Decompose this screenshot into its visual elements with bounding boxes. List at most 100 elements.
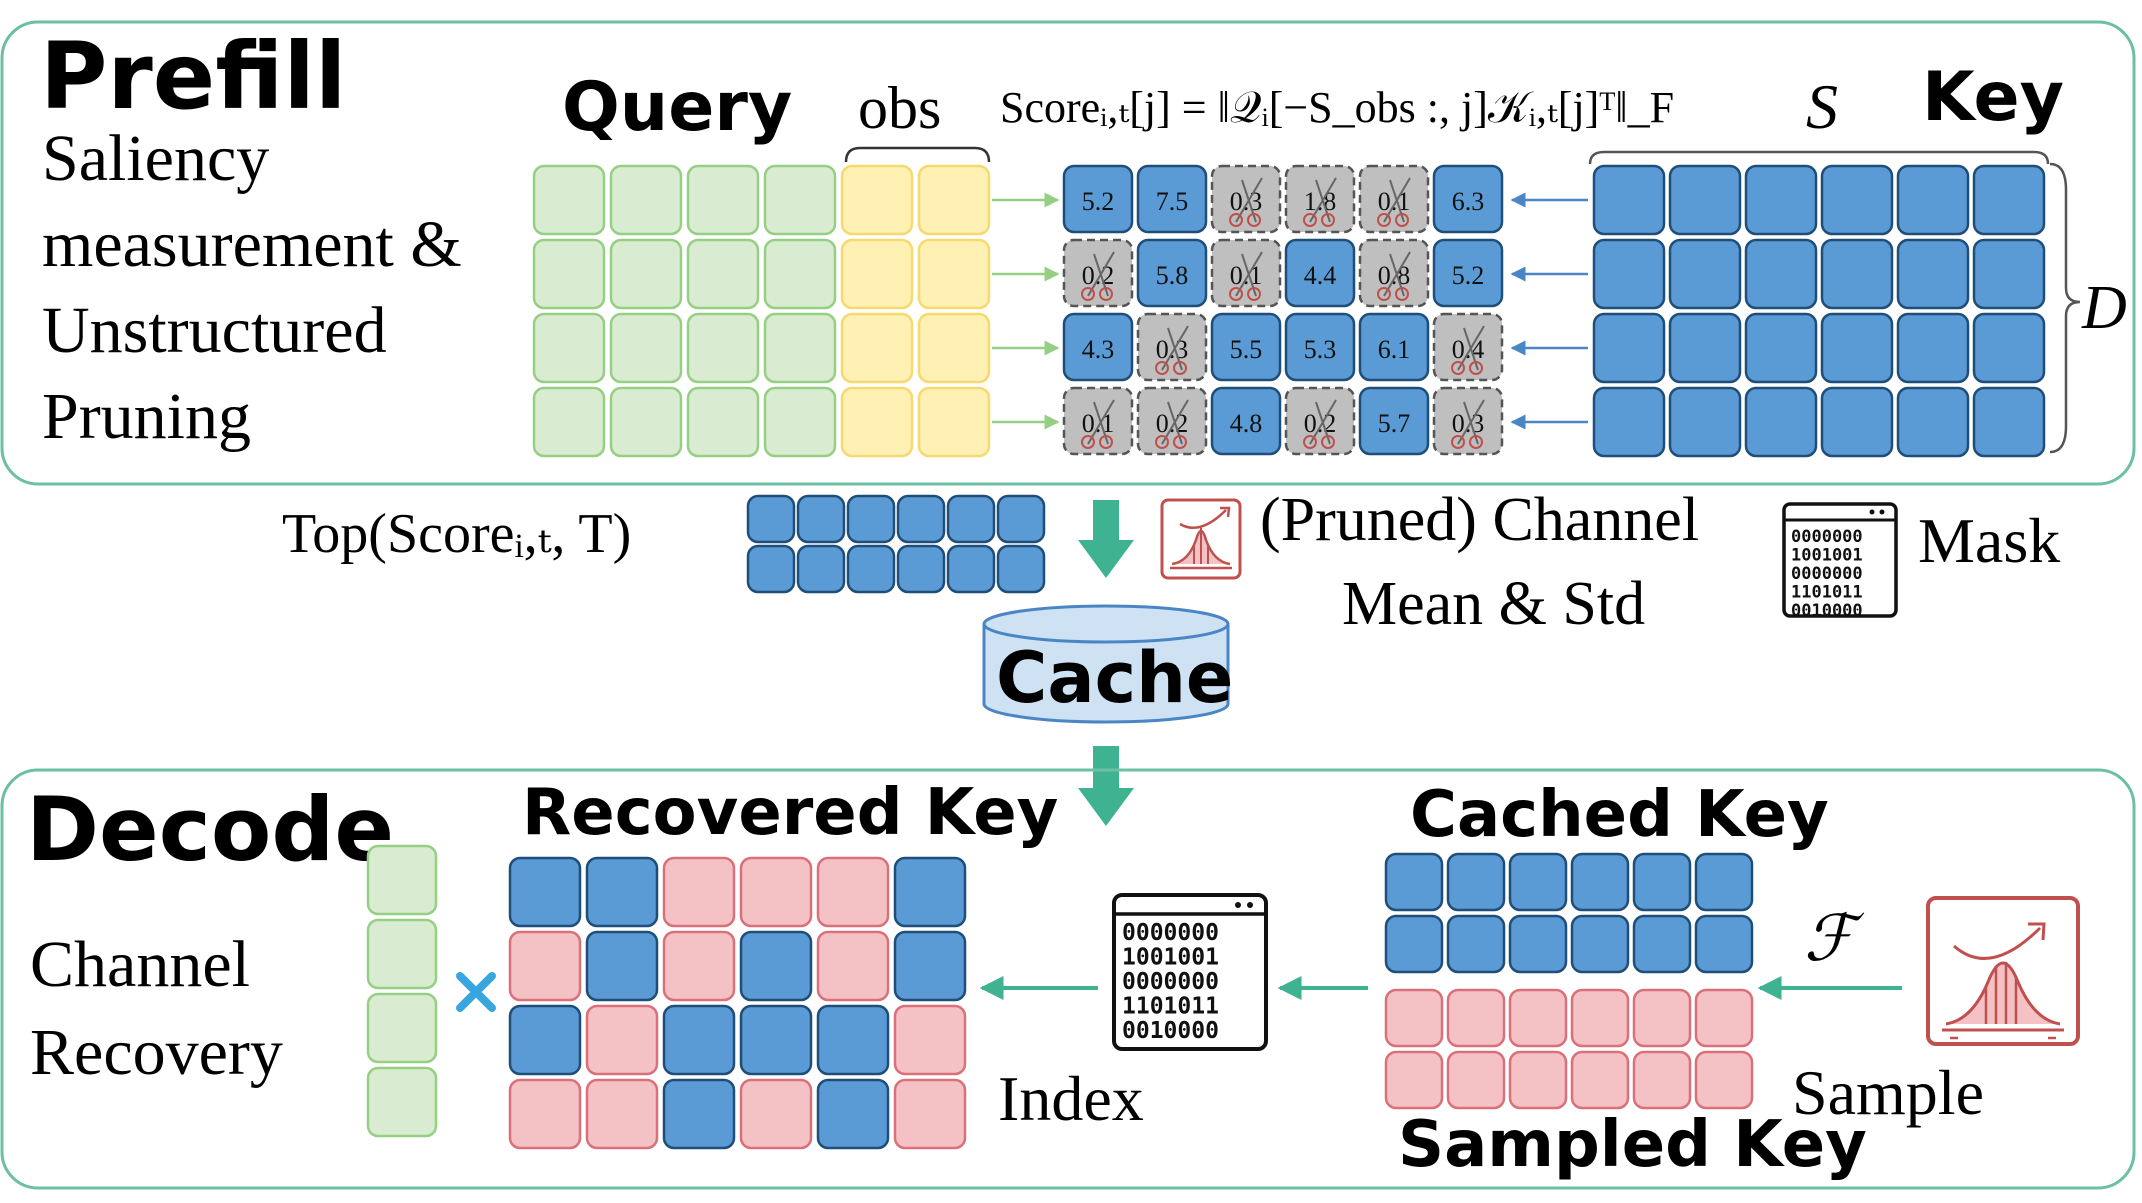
score-cell <box>1284 312 1356 382</box>
binary-row: 0010000 <box>1122 1018 1219 1044</box>
sampled-key-cell <box>1446 1050 1506 1110</box>
binary-row: 0000000 <box>1791 564 1863 584</box>
top-k-cell <box>946 544 996 594</box>
pruned-score-cell <box>1136 312 1208 382</box>
recovered-sampled-cell <box>585 1078 659 1150</box>
prefill-desc-line-3: Unstructured <box>42 294 387 367</box>
multiply-icon <box>456 972 496 1012</box>
prefill-title: Prefill <box>40 23 346 130</box>
scissors-icon <box>1229 177 1263 227</box>
recovered-sampled-cell <box>508 930 582 1002</box>
channel-stats-line-2: Mean & Std <box>1342 570 1645 638</box>
binary-row: 0000000 <box>1122 969 1219 995</box>
key-cell <box>1820 238 1894 310</box>
top-k-cell <box>946 494 996 544</box>
sampled-key-cell <box>1384 988 1444 1048</box>
obs-query-cell <box>917 312 991 384</box>
decode-panel <box>0 768 2136 1190</box>
query-vector-cell <box>366 1066 438 1138</box>
pruned-score-cell <box>1432 312 1504 382</box>
sample-distribution-icon <box>1926 896 2080 1046</box>
cached-key-cell <box>1570 914 1630 974</box>
pruned-score-cell <box>1284 164 1356 234</box>
top-k-cell <box>896 544 946 594</box>
key-cell <box>1592 164 1666 236</box>
recovered-cached-cell <box>585 856 659 928</box>
recovered-sampled-cell <box>816 856 890 928</box>
top-k-cell <box>796 544 846 594</box>
scissors-icon <box>1081 251 1115 301</box>
recovered-cached-cell <box>662 1004 736 1076</box>
cached-key-label: Cached Key <box>1410 778 1829 852</box>
cached-key-cell <box>1446 852 1506 912</box>
key-cell <box>1668 312 1742 384</box>
channel-stats-icon <box>1160 498 1242 580</box>
query-vector-cell <box>366 992 438 1064</box>
key-cell <box>1972 164 2046 236</box>
top-k-cell <box>846 494 896 544</box>
cached-key-cell <box>1694 852 1754 912</box>
top-k-cell <box>796 494 846 544</box>
cached-key-cell <box>1694 914 1754 974</box>
recovered-sampled-cell <box>739 1078 813 1150</box>
top-k-cell <box>896 494 946 544</box>
prefill-description: Saliency measurement & Unstructured Prun… <box>42 122 462 453</box>
top-score-label: Top(Scoreᵢ,ₜ, T) <box>282 503 631 565</box>
cached-key-cell <box>1384 852 1444 912</box>
recovered-key-grid <box>508 856 967 1150</box>
decode-desc-line-1: Channel <box>30 928 250 1001</box>
score-cell <box>1210 312 1282 382</box>
channel-stats-line-1: (Pruned) Channel <box>1260 486 1699 554</box>
pruned-score-cell <box>1210 164 1282 234</box>
score-value: 4.3 <box>1082 335 1115 364</box>
sampled-key-label: Sampled Key <box>1398 1108 1867 1182</box>
score-value: 4.4 <box>1304 261 1337 290</box>
score-cell <box>1284 238 1356 308</box>
scissors-icon <box>1377 177 1411 227</box>
top-k-cell <box>996 544 1046 594</box>
key-cell <box>1744 386 1818 458</box>
mask-label: Mask <box>1918 505 2060 576</box>
recovered-sampled-cell <box>816 930 890 1002</box>
recovered-cached-cell <box>739 930 813 1002</box>
query-cell <box>532 238 606 310</box>
key-cell <box>1820 386 1894 458</box>
sampled-key-cell <box>1508 988 1568 1048</box>
sampled-key-cell <box>1384 1050 1444 1110</box>
pruned-score-cell <box>1284 386 1356 456</box>
cached-key-cell <box>1508 914 1568 974</box>
query-cell <box>686 238 760 310</box>
recovered-sampled-cell <box>508 1078 582 1150</box>
key-cell <box>1744 312 1818 384</box>
obs-query-cell <box>840 238 914 310</box>
score-value: 5.2 <box>1082 187 1115 216</box>
key-cell <box>1896 312 1970 384</box>
pruned-score-cell <box>1432 386 1504 456</box>
query-cell <box>609 386 683 458</box>
top-k-cell <box>996 494 1046 544</box>
pruned-score-cell <box>1062 386 1134 456</box>
cache-cylinder <box>982 604 1230 724</box>
query-cell <box>532 164 606 236</box>
prefill-desc-line-4: Pruning <box>42 380 251 453</box>
query-cell <box>609 164 683 236</box>
score-cell <box>1358 312 1430 382</box>
key-cell <box>1592 238 1666 310</box>
score-value: 5.5 <box>1230 335 1263 364</box>
score-value: 4.8 <box>1230 409 1263 438</box>
score-value: 7.5 <box>1156 187 1189 216</box>
query-cell <box>686 386 760 458</box>
key-cell <box>1972 238 2046 310</box>
binary-row: 1001001 <box>1122 945 1219 971</box>
sampled-key-grid <box>1384 988 1754 1110</box>
sampled-key-cell <box>1632 1050 1692 1110</box>
decode-title: Decode <box>26 778 394 881</box>
key-cell <box>1668 386 1742 458</box>
scissors-icon <box>1155 325 1189 375</box>
scissors-icon <box>1451 399 1485 449</box>
binary-row: 1101011 <box>1791 583 1863 603</box>
query-grid <box>532 164 991 458</box>
